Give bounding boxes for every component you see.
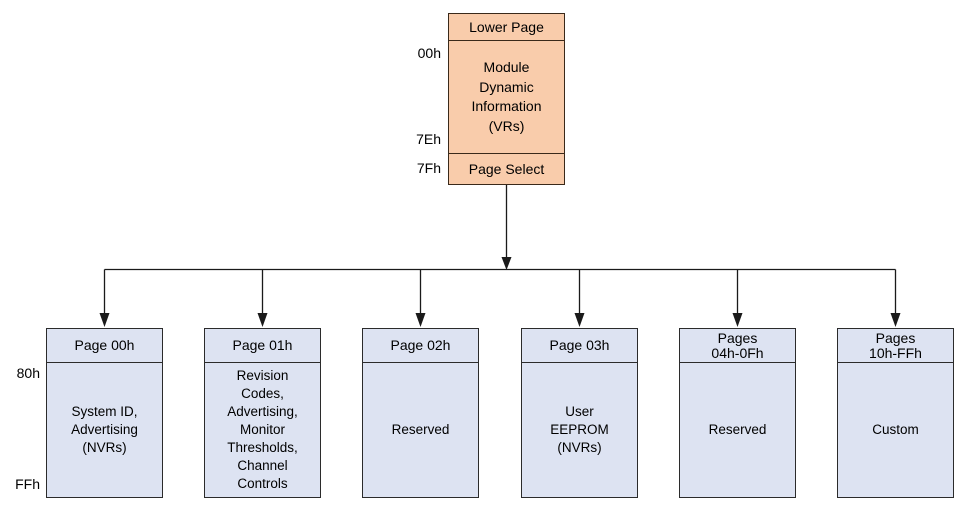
page-box-body: User EEPROM (NVRs) — [550, 404, 609, 455]
arrow-down-icon — [257, 313, 268, 327]
lower-page-body: Module Dynamic Information (VRs) — [449, 41, 564, 154]
arrow-down-icon — [890, 313, 901, 327]
page-box-header: Page 02h — [363, 329, 478, 363]
arrow-down-icon — [501, 257, 512, 270]
page-box-header: Pages 04h-0Fh — [680, 329, 795, 363]
page-box-body: Revision Codes, Advertising, Monitor Thr… — [227, 368, 298, 491]
page-box-header: Page 01h — [205, 329, 320, 363]
page-box-02h: Page 02h Reserved — [362, 328, 479, 498]
addr-label-80h: 80h — [16, 365, 40, 381]
page-box-header: Page 03h — [522, 329, 637, 363]
page-box-00h: Page 00h System ID, Advertising (NVRs) — [46, 328, 163, 498]
page-select-cell: Page Select — [468, 161, 545, 177]
addr-label-FFh: FFh — [15, 476, 40, 492]
page-box-03h: Page 03h User EEPROM (NVRs) — [521, 328, 638, 498]
page-box-body: Custom — [872, 422, 919, 437]
arrow-down-icon — [574, 313, 585, 327]
lower-page-header: Lower Page — [449, 14, 564, 41]
page-box-header: Pages 10h-FFh — [838, 329, 953, 363]
arrow-down-icon — [99, 313, 110, 327]
page-box-body: Reserved — [391, 422, 450, 437]
arrow-down-icon — [415, 313, 426, 327]
page-box-body: Reserved — [708, 422, 767, 437]
page-box-04h-0Fh: Pages 04h-0Fh Reserved — [679, 328, 796, 498]
arrow-down-icon — [732, 313, 743, 327]
addr-label-7Eh: 7Eh — [416, 131, 441, 147]
page-box-header: Page 00h — [47, 329, 162, 363]
lower-page-box: Lower Page Module Dynamic Information (V… — [448, 13, 565, 185]
page-box-10h-FFh: Pages 10h-FFh Custom — [837, 328, 954, 498]
addr-label-7Fh: 7Fh — [416, 160, 441, 176]
page-box-01h: Page 01h Revision Codes, Advertising, Mo… — [204, 328, 321, 498]
page-box-body: System ID, Advertising (NVRs) — [71, 404, 138, 455]
addr-label-00h: 00h — [417, 45, 441, 61]
